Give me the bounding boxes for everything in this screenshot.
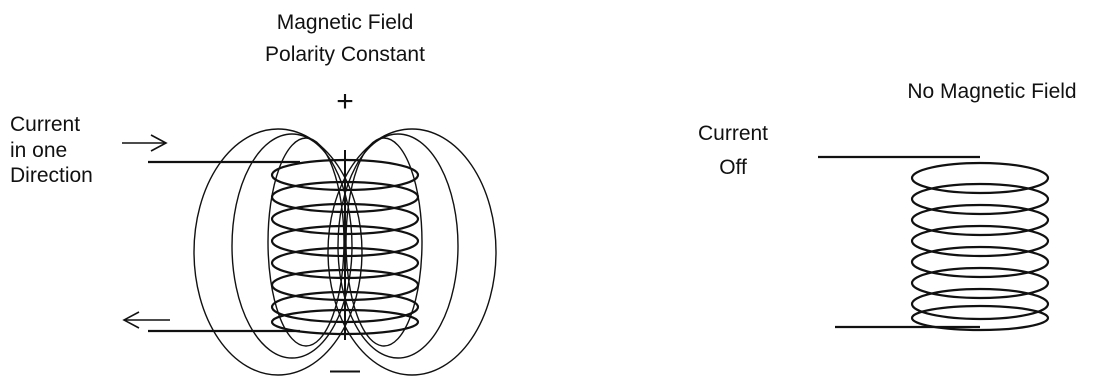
current-label-line-1: Current bbox=[10, 113, 80, 136]
coil-loop bbox=[270, 202, 420, 236]
coil-loop bbox=[270, 268, 420, 302]
current-label-line-3: Direction bbox=[10, 164, 93, 187]
coil-loop bbox=[270, 308, 420, 336]
coil-loop bbox=[910, 161, 1050, 195]
coil-loop bbox=[910, 287, 1050, 321]
right-coil bbox=[910, 161, 1050, 332]
current-off-line-2: Off bbox=[719, 156, 747, 179]
coil-loop bbox=[910, 304, 1050, 332]
title-line-2: Polarity Constant bbox=[265, 43, 425, 66]
energized-coil-panel bbox=[122, 128, 497, 376]
coil-loop bbox=[910, 182, 1050, 216]
current-label-line-2: in one bbox=[10, 139, 67, 162]
coil-loop bbox=[270, 290, 420, 324]
current-out-arrow bbox=[122, 311, 170, 329]
coil-loop bbox=[910, 245, 1050, 279]
title-line-1: Magnetic Field bbox=[277, 11, 414, 34]
coil-loop bbox=[270, 158, 420, 192]
field-line-left-outer bbox=[193, 128, 363, 376]
deenergized-coil-panel bbox=[818, 155, 1050, 332]
minus-sign: — bbox=[330, 353, 360, 381]
coil-loop bbox=[910, 224, 1050, 258]
coil-loop bbox=[910, 266, 1050, 300]
field-line-right-outer bbox=[327, 128, 497, 376]
no-field-title: No Magnetic Field bbox=[907, 80, 1076, 103]
plus-sign: + bbox=[336, 85, 354, 118]
field-line-left-middle bbox=[231, 133, 353, 359]
field-line-right-middle bbox=[337, 133, 459, 359]
coil-loop bbox=[270, 246, 420, 280]
current-off-line-1: Current bbox=[698, 122, 768, 145]
current-in-arrow bbox=[122, 134, 168, 152]
coil-loop bbox=[270, 224, 420, 258]
coil-loop bbox=[270, 180, 420, 214]
coil-loop bbox=[910, 203, 1050, 237]
left-coil bbox=[270, 158, 420, 336]
